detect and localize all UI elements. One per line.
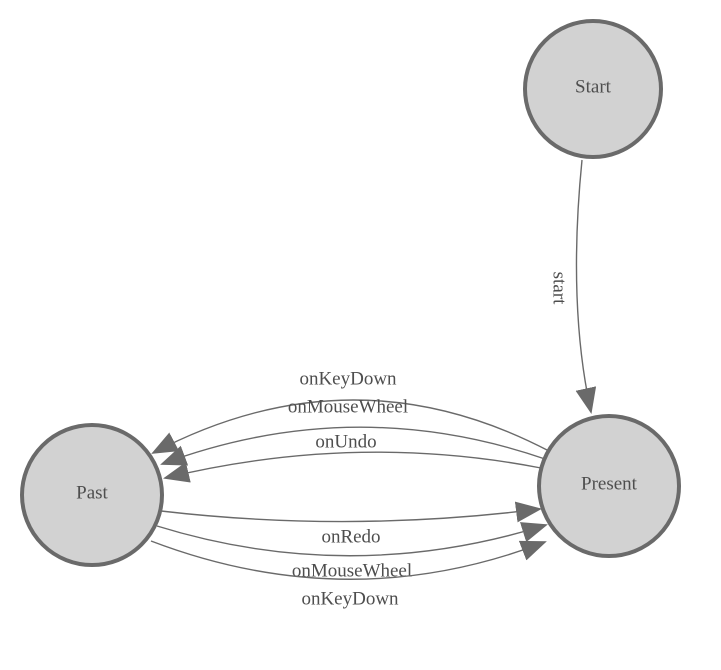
state-circle-present [537,414,681,558]
state-label-present: Present [581,473,638,494]
edge-label-onMouseWheel: onMouseWheel [288,396,408,417]
edge-past-to-present-onRedo: onRedo [160,501,542,547]
state-node-present: Present [537,414,681,558]
state-circle-start [523,19,663,159]
state-node-past: Past [20,423,164,567]
transition-line [151,399,550,454]
edge-past-to-present-onMouseWheel: onMouseWheel [156,522,548,581]
state-circle-past [20,423,164,567]
transition-line [575,159,597,414]
edge-label-onUndo: onUndo [315,431,376,452]
edge-label-onMouseWheel: onMouseWheel [292,560,412,581]
edge-label-onKeyDown: onKeyDown [301,588,399,609]
edge-label-onKeyDown: onKeyDown [299,368,397,389]
transition-line [160,501,542,523]
edge-present-to-past-onKeyDown: onKeyDown [151,368,550,454]
state-label-start: Start [575,76,612,97]
transition-line [160,426,546,466]
state-node-start: Start [523,19,663,159]
transition-line [156,522,548,557]
edge-past-to-present-onKeyDown: onKeyDown [150,540,547,609]
edge-label-start: start [549,272,570,305]
edge-label-onRedo: onRedo [321,526,380,547]
edge-start-to-present-start: start [549,159,597,414]
transition-line [150,540,547,580]
edge-present-to-past-onUndo: onUndo [163,431,542,483]
state-label-past: Past [76,482,108,503]
edge-present-to-past-onMouseWheel: onMouseWheel [160,396,546,466]
transition-line [163,451,542,483]
